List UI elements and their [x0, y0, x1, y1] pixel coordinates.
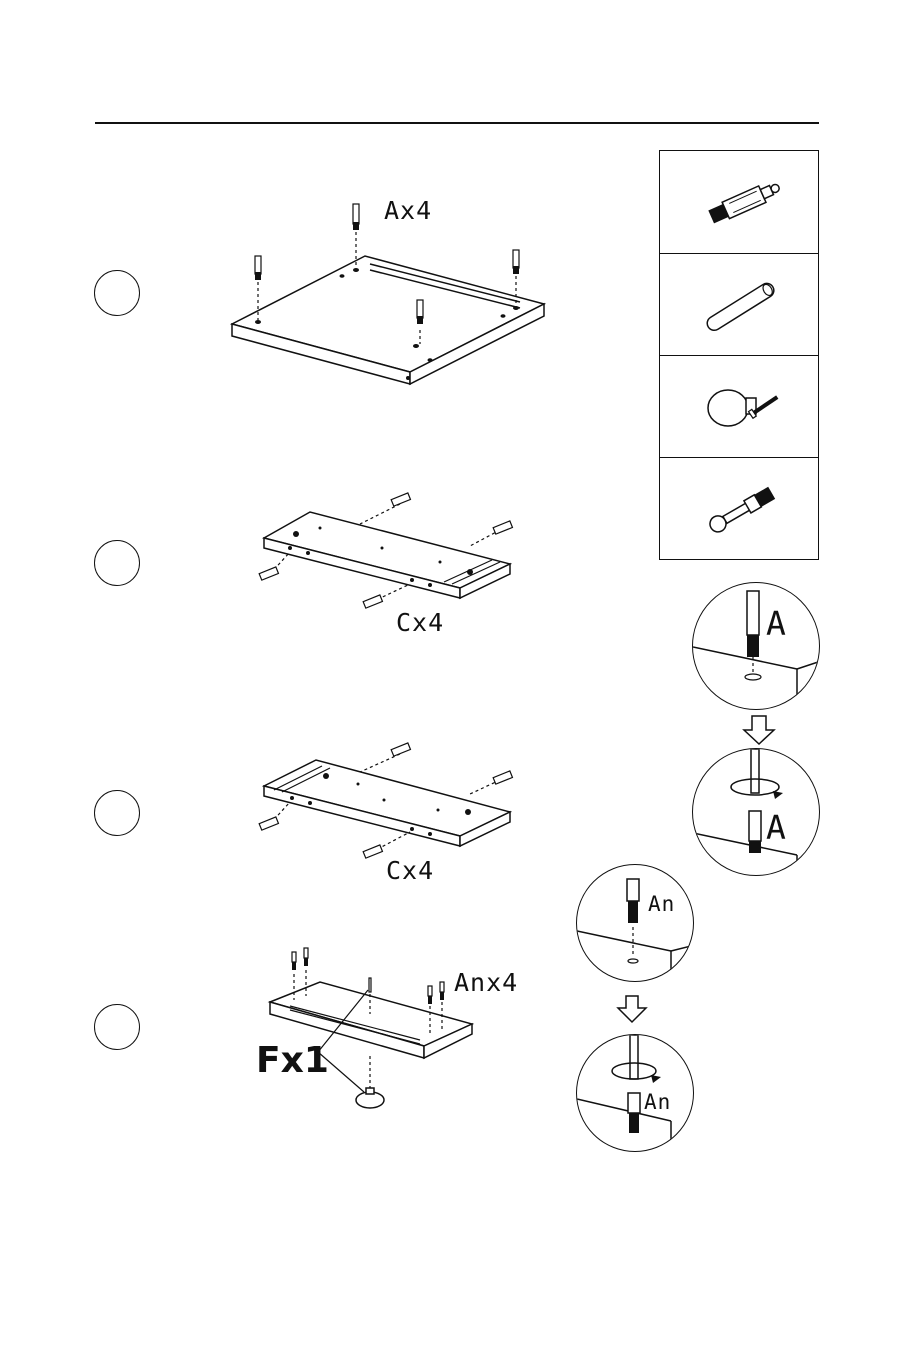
detail-an-turn [576, 1034, 694, 1152]
detail-an-turn-drawing [577, 1035, 694, 1152]
detail-an-label-2: An [644, 1090, 671, 1114]
